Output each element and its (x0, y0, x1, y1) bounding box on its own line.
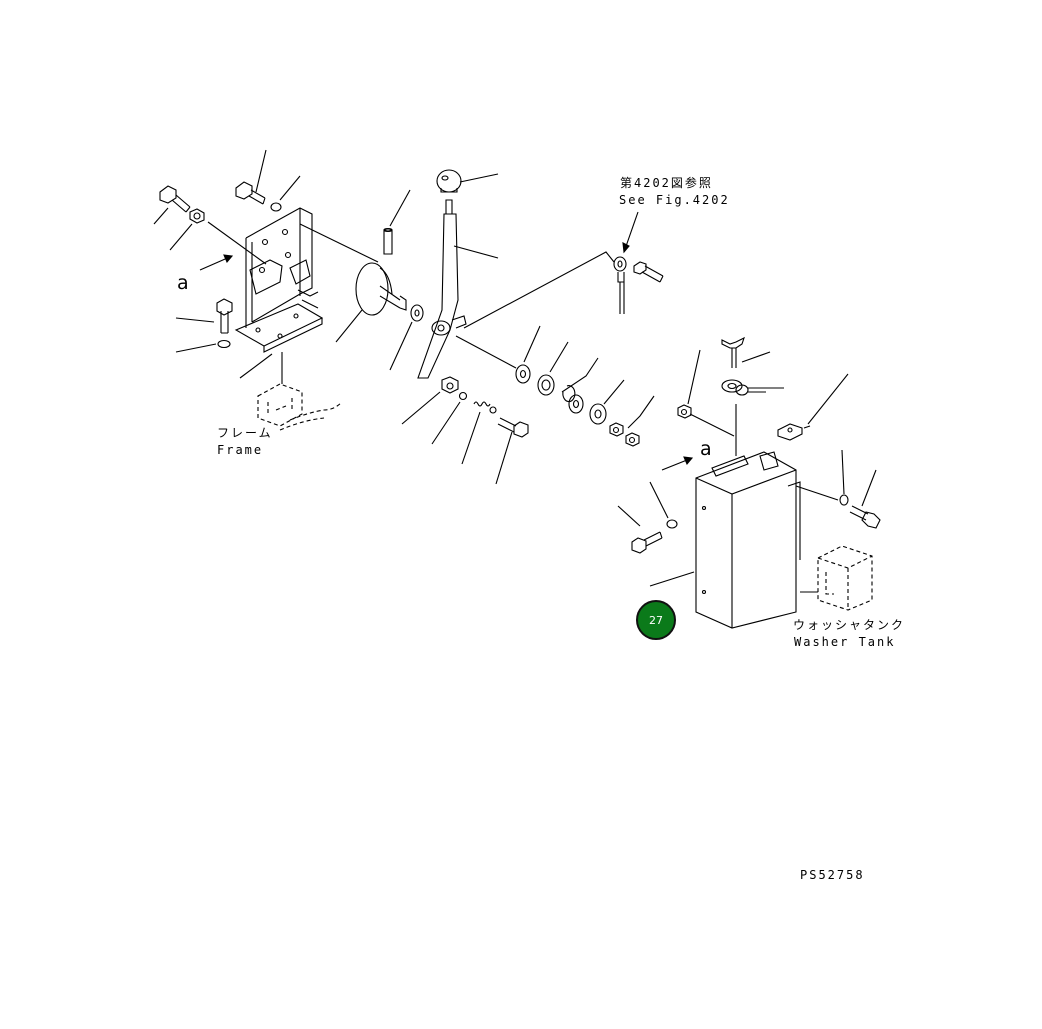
pin-part (383, 227, 393, 255)
base-plate (234, 303, 324, 353)
bolt-part (159, 185, 191, 213)
washer-tank-body (695, 451, 801, 629)
view-label-a-right: a (700, 438, 712, 460)
center-lever-assembly (335, 169, 664, 485)
nut-part (189, 208, 205, 224)
shift-lever (417, 199, 467, 379)
tank-label-jp: ウォッシャタンク (793, 618, 906, 632)
leader-lines-right (617, 349, 877, 587)
rod-end (613, 256, 627, 314)
spring-part (473, 401, 497, 414)
washer-part (839, 494, 849, 506)
bolt-part (849, 505, 881, 529)
leader-lines-center (335, 173, 655, 485)
bolt-part (633, 261, 664, 283)
nut-part (609, 422, 640, 447)
bolt-part (497, 417, 529, 438)
link-rod (463, 251, 615, 329)
ref-leader-head (622, 242, 630, 254)
knob-ball (436, 169, 462, 193)
frame-label-en: Frame (217, 443, 264, 457)
tank-label-en: Washer Tank (794, 635, 896, 649)
frame-fragment (257, 383, 343, 431)
wing-bolt-part (721, 336, 745, 368)
washer-part (270, 202, 282, 212)
ref-label-jp: 第4202図参照 (620, 176, 713, 190)
bolt-part (216, 298, 233, 334)
view-label-a-left: a (177, 272, 189, 294)
mounting-bracket (245, 207, 319, 328)
spacer-part (441, 376, 459, 394)
ball-part (458, 391, 468, 401)
bolt-part (235, 181, 266, 205)
washer-tank-ghost (817, 545, 873, 611)
hose-clamp-part (721, 379, 766, 396)
washer-part (666, 519, 678, 529)
nut-part (677, 404, 692, 419)
washer-part (217, 339, 231, 349)
washer-part (515, 364, 531, 384)
bushing-part (537, 374, 555, 396)
view-arrow-right-head (683, 456, 694, 466)
bolt-part (631, 531, 663, 554)
ref-label-en: See Fig.4202 (619, 193, 730, 207)
shaft-axis-line (455, 335, 517, 369)
frame-label-jp: フレーム (217, 426, 273, 440)
part-number-badge[interactable]: 27 (636, 600, 676, 640)
view-arrow-left-head (223, 254, 234, 264)
washer-tank-assembly (617, 336, 881, 629)
washer-part (410, 304, 424, 322)
tank-bracket (777, 423, 811, 441)
plate-disc (355, 262, 407, 316)
drawing-number: PS52758 (800, 868, 865, 882)
left-bracket-assembly (153, 149, 379, 431)
washer-part (589, 403, 607, 425)
leader-lines-left (153, 149, 379, 379)
